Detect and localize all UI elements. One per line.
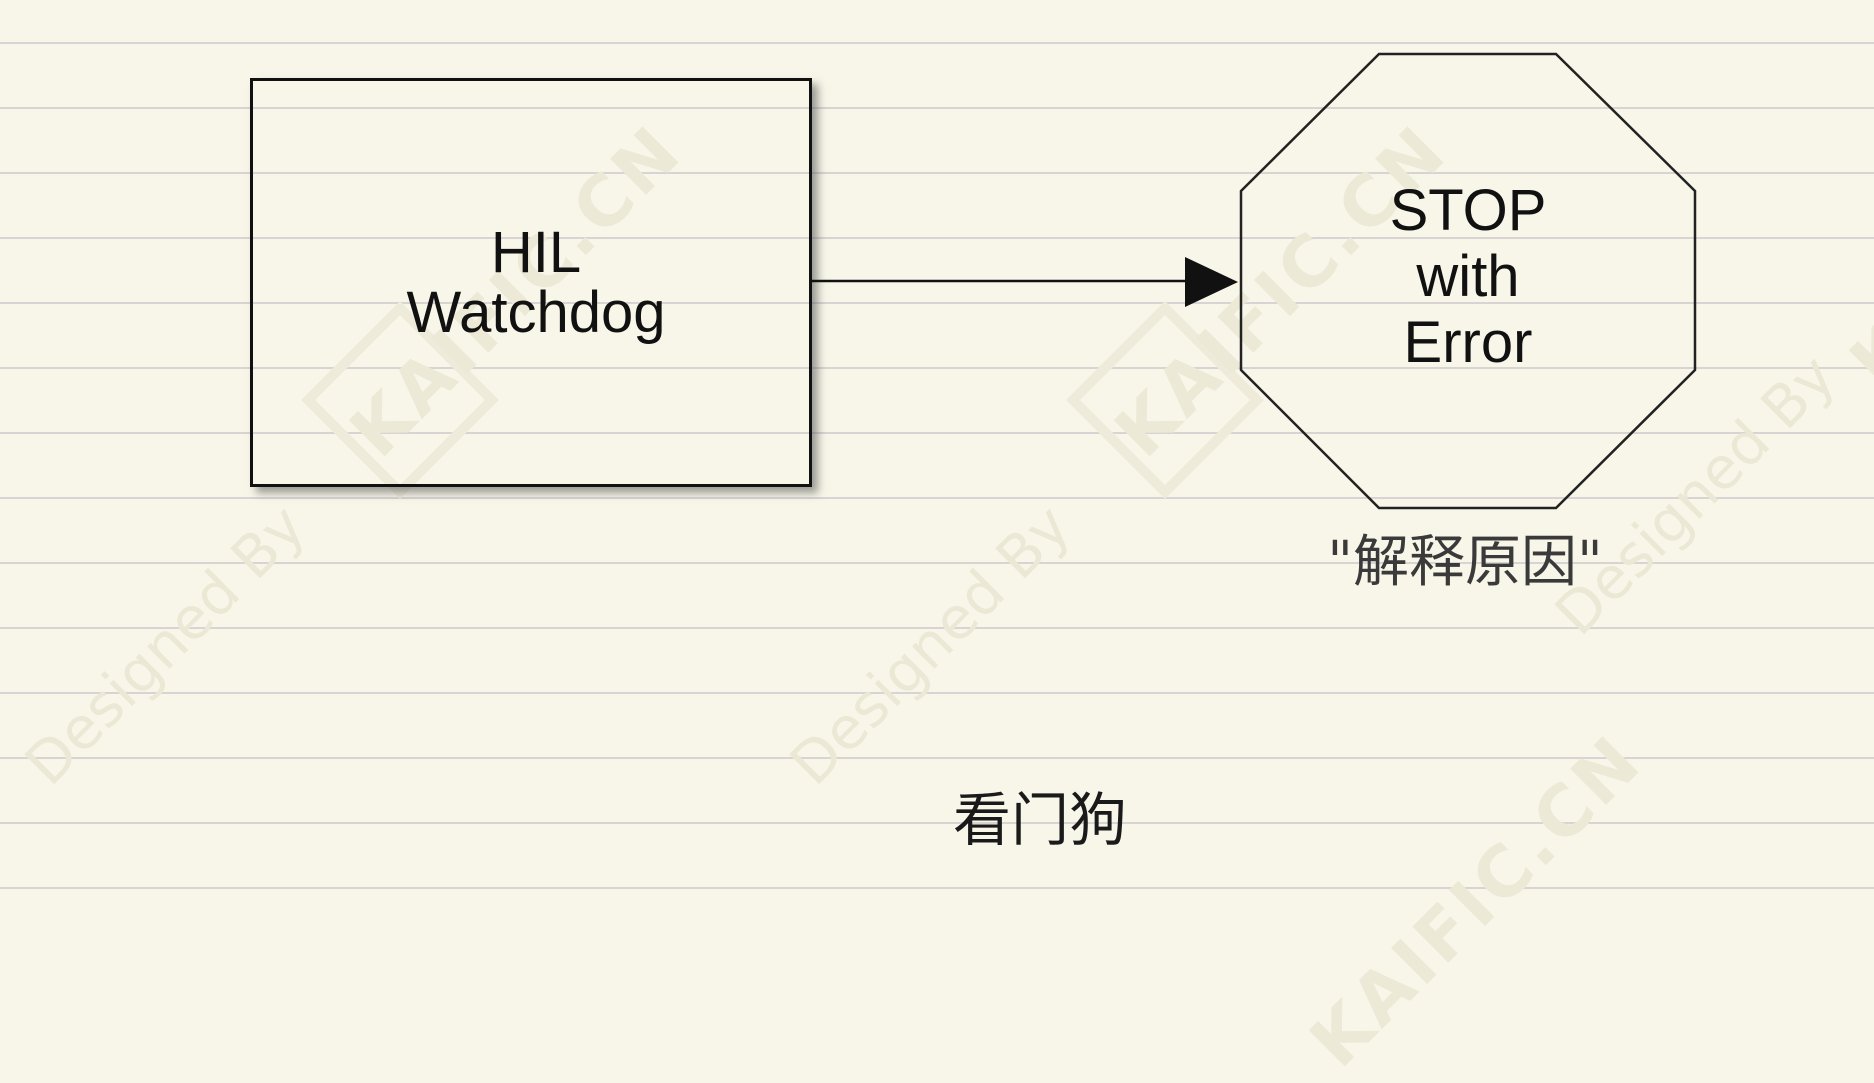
hil-watchdog-block[interactable]: HIL Watchdog	[250, 78, 812, 487]
stop-with-error-label: STOP with Error	[1389, 178, 1547, 375]
stop-octagon-block[interactable]	[1238, 50, 1700, 512]
arrow-connector	[812, 257, 1238, 307]
octagon-icon	[1239, 52, 1697, 510]
diagram-title: 看门狗	[952, 786, 1127, 854]
ruled-paper-background	[0, 0, 1874, 915]
stop-caption: "解释原因"	[1327, 530, 1603, 595]
hil-watchdog-label: HIL Watchdog	[406, 219, 666, 345]
arrowhead-icon	[1185, 257, 1238, 307]
